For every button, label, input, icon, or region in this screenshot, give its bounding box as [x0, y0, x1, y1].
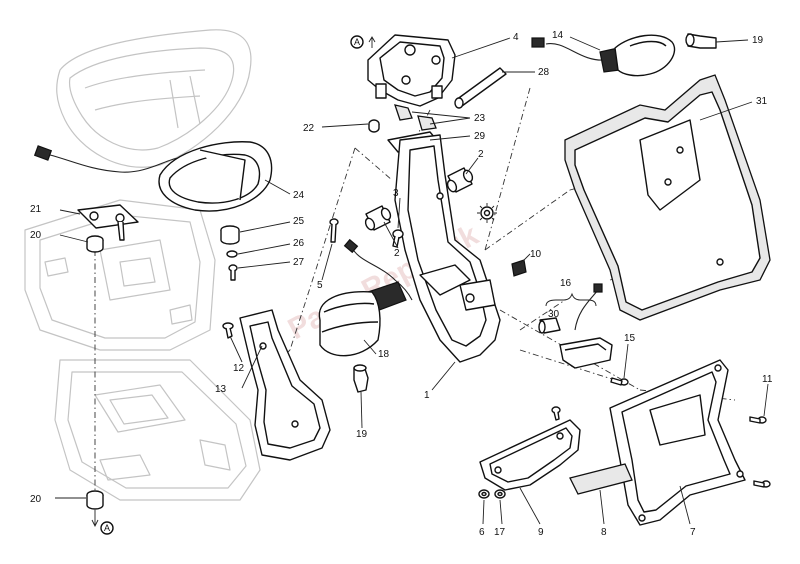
callout-24: 24 — [293, 190, 305, 201]
callout-19-bottom: 19 — [356, 429, 368, 440]
callout-20-lower: 20 — [30, 494, 42, 505]
part-reflector — [569, 463, 633, 495]
part-rod — [454, 67, 507, 109]
callout-16: 16 — [560, 278, 572, 289]
part-washer-17 — [494, 489, 506, 499]
callout-13: 13 — [215, 384, 227, 395]
callout-2-upper: 2 — [478, 149, 484, 160]
callout-9: 9 — [538, 527, 544, 538]
part-tail-light — [33, 141, 273, 212]
callout-10: 10 — [530, 249, 542, 260]
gear-icon — [477, 203, 497, 223]
leader-lines — [55, 36, 769, 525]
callout-15: 15 — [624, 333, 636, 344]
part-nut-22 — [368, 119, 380, 133]
part-screw-frame — [753, 480, 771, 488]
part-screw-15 — [610, 377, 629, 386]
callout-8: 8 — [601, 527, 607, 538]
callout-21: 21 — [30, 204, 42, 215]
ghost-undertray — [54, 359, 261, 501]
part-nut-26 — [226, 250, 238, 258]
part-bulb-bottom — [353, 364, 369, 393]
callout-1: 1 — [424, 390, 430, 401]
reference-marker-top: A — [350, 35, 376, 49]
callout-17: 17 — [494, 527, 506, 538]
callout-25: 25 — [293, 216, 305, 227]
brace-16 — [545, 292, 597, 307]
callout-6: 6 — [479, 527, 485, 538]
part-plate-lamp-bulb — [538, 317, 561, 334]
callout-labels: 4 14 19 28 31 22 23 29 2 3 2 24 21 25 20… — [30, 30, 773, 538]
part-grommet-2-lower — [364, 205, 392, 231]
part-grommet-20-lower — [86, 490, 104, 510]
callout-27: 27 — [293, 257, 305, 268]
part-plate-frame — [609, 359, 746, 526]
callout-26: 26 — [293, 238, 305, 249]
part-washer-6 — [478, 489, 490, 499]
part-upper-bracket — [367, 34, 456, 107]
part-license-bracket — [394, 134, 501, 363]
callout-7: 7 — [690, 527, 696, 538]
callout-5: 5 — [317, 280, 323, 291]
part-plate-lamp — [559, 283, 613, 369]
callout-4: 4 — [513, 32, 519, 43]
callout-2-lower: 2 — [394, 248, 400, 259]
ghost-tail-fairing — [56, 29, 252, 168]
part-grommet-20-upper — [86, 235, 104, 253]
svg-text:A: A — [354, 37, 360, 47]
part-screw-11 — [749, 416, 767, 424]
part-turn-signal-right — [531, 34, 676, 77]
callout-11: 11 — [762, 374, 773, 385]
callout-29: 29 — [474, 131, 486, 142]
part-clip-10 — [511, 259, 527, 277]
part-screw-5 — [329, 218, 339, 243]
reference-marker-bottom: A — [91, 510, 114, 535]
part-lower-bracket — [479, 419, 581, 491]
callout-12: 12 — [233, 363, 245, 374]
part-grommet-25 — [220, 225, 240, 245]
part-grommet-2-upper — [446, 167, 474, 193]
part-screw-3 — [392, 229, 404, 248]
part-mudguard — [564, 74, 771, 321]
part-screw-bracket — [551, 406, 561, 421]
svg-text:A: A — [104, 523, 110, 533]
part-screw-27 — [228, 264, 238, 281]
part-bulb-top — [685, 33, 717, 49]
part-clips-23 — [394, 104, 437, 131]
callout-28: 28 — [538, 67, 550, 78]
callout-3: 3 — [393, 188, 399, 199]
callout-20-upper: 20 — [30, 230, 42, 241]
ghost-subframe — [24, 199, 216, 351]
part-inner-cover — [239, 309, 331, 461]
callout-22: 22 — [303, 123, 315, 134]
callout-31: 31 — [756, 96, 768, 107]
callout-30: 30 — [548, 309, 560, 320]
part-screw-12 — [222, 322, 234, 339]
callout-14: 14 — [552, 30, 564, 41]
callout-23: 23 — [474, 113, 486, 124]
callout-18: 18 — [378, 349, 390, 360]
part-turn-signal-left — [318, 238, 413, 357]
callout-19-top: 19 — [752, 35, 764, 46]
part-bracket-21 — [77, 204, 139, 241]
